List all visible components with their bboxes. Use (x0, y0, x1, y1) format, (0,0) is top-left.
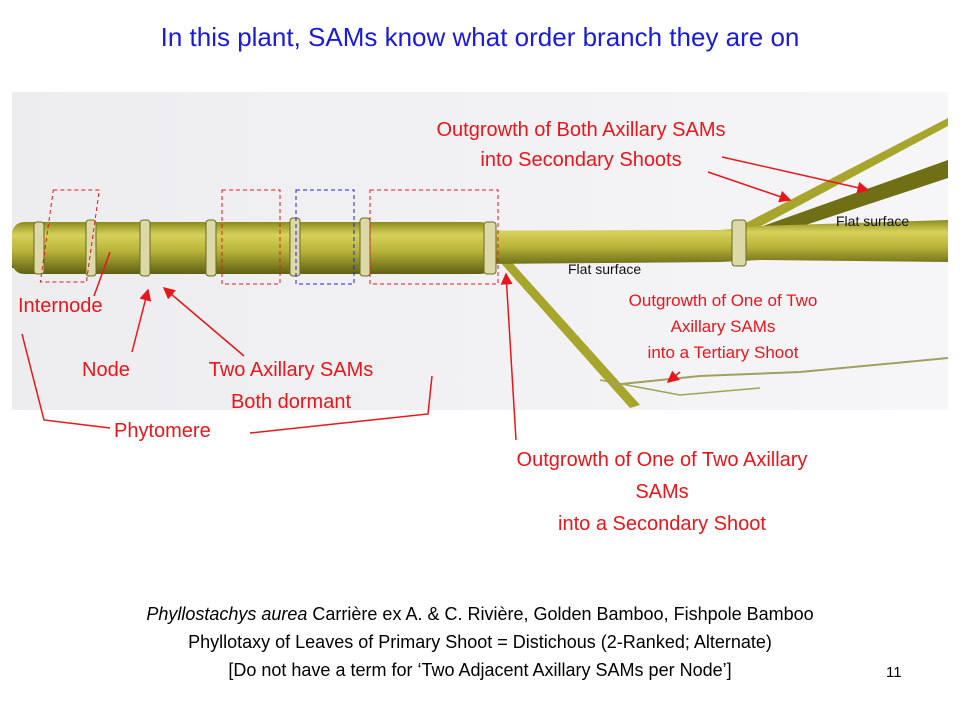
label-both-axillary: Outgrowth of Both Axillary SAMs into Sec… (386, 118, 776, 172)
label-flat-surface-right: Flat surface (836, 213, 910, 229)
slide-title: In this plant, SAMs know what order bran… (160, 22, 800, 52)
label-tertiary-line3: into a Tertiary Shoot (647, 343, 799, 362)
label-secondary-line3: into a Secondary Shoot (558, 513, 766, 535)
caption-common-names: Carrière ex A. & C. Rivière, Golden Bamb… (307, 604, 814, 624)
label-tertiary: Outgrowth of One of Two Axillary SAMs in… (590, 288, 856, 366)
label-two-axillary-line1: Two Axillary SAMs (208, 359, 374, 381)
label-both-axillary-line1: Outgrowth of Both Axillary SAMs (436, 119, 726, 141)
label-tertiary-line1: Outgrowth of One of Two (628, 291, 818, 310)
label-flat-surface-mid: Flat surface (568, 261, 642, 277)
label-tertiary-line2: Axillary SAMs (670, 317, 776, 336)
label-secondary-line2: SAMs (635, 481, 689, 503)
secondary-shoot-upper (740, 118, 948, 234)
slide-number: 11 (886, 664, 902, 681)
label-both-axillary-line2: into Secondary Shoots (480, 149, 682, 171)
tertiary-shoot (611, 357, 949, 386)
label-internode: Internode (18, 295, 103, 317)
label-phytomere: Phytomere (114, 420, 211, 442)
secondary-shoot-down (500, 258, 640, 408)
label-two-axillary-line2: Both dormant (230, 391, 352, 413)
label-secondary: Outgrowth of One of Two Axillary SAMs in… (460, 444, 864, 540)
caption-species: Phyllostachys aurea (146, 604, 308, 624)
caption-line1: Phyllostachys aurea Carrière ex A. & C. … (0, 604, 960, 625)
label-node: Node (82, 359, 130, 381)
label-secondary-line1: Outgrowth of One of Two Axillary (516, 449, 808, 471)
caption-line3: [Do not have a term for ‘Two Adjacent Ax… (228, 660, 732, 680)
label-two-axillary: Two Axillary SAMs Both dormant (180, 358, 402, 414)
secondary-shoot-lower (752, 160, 948, 240)
caption-line2: Phyllotaxy of Leaves of Primary Shoot = … (188, 632, 772, 652)
